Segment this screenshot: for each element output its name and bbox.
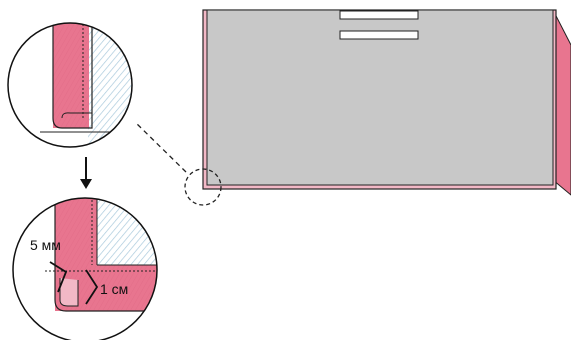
detail-marker-circle (184, 168, 222, 206)
detail-circle-bottom (12, 197, 158, 340)
detail-leader-line (134, 121, 187, 173)
arrow-down-icon (80, 157, 92, 189)
bracket-5mm (49, 261, 68, 293)
main-panel (202, 9, 571, 196)
slot-bottom (339, 30, 419, 40)
detail-circle-top (7, 22, 133, 148)
label-seam-5mm: 5 мм (30, 237, 61, 253)
bracket-1cm (85, 269, 99, 305)
slot-top (339, 10, 419, 20)
label-seam-1cm: 1 см (100, 281, 128, 297)
